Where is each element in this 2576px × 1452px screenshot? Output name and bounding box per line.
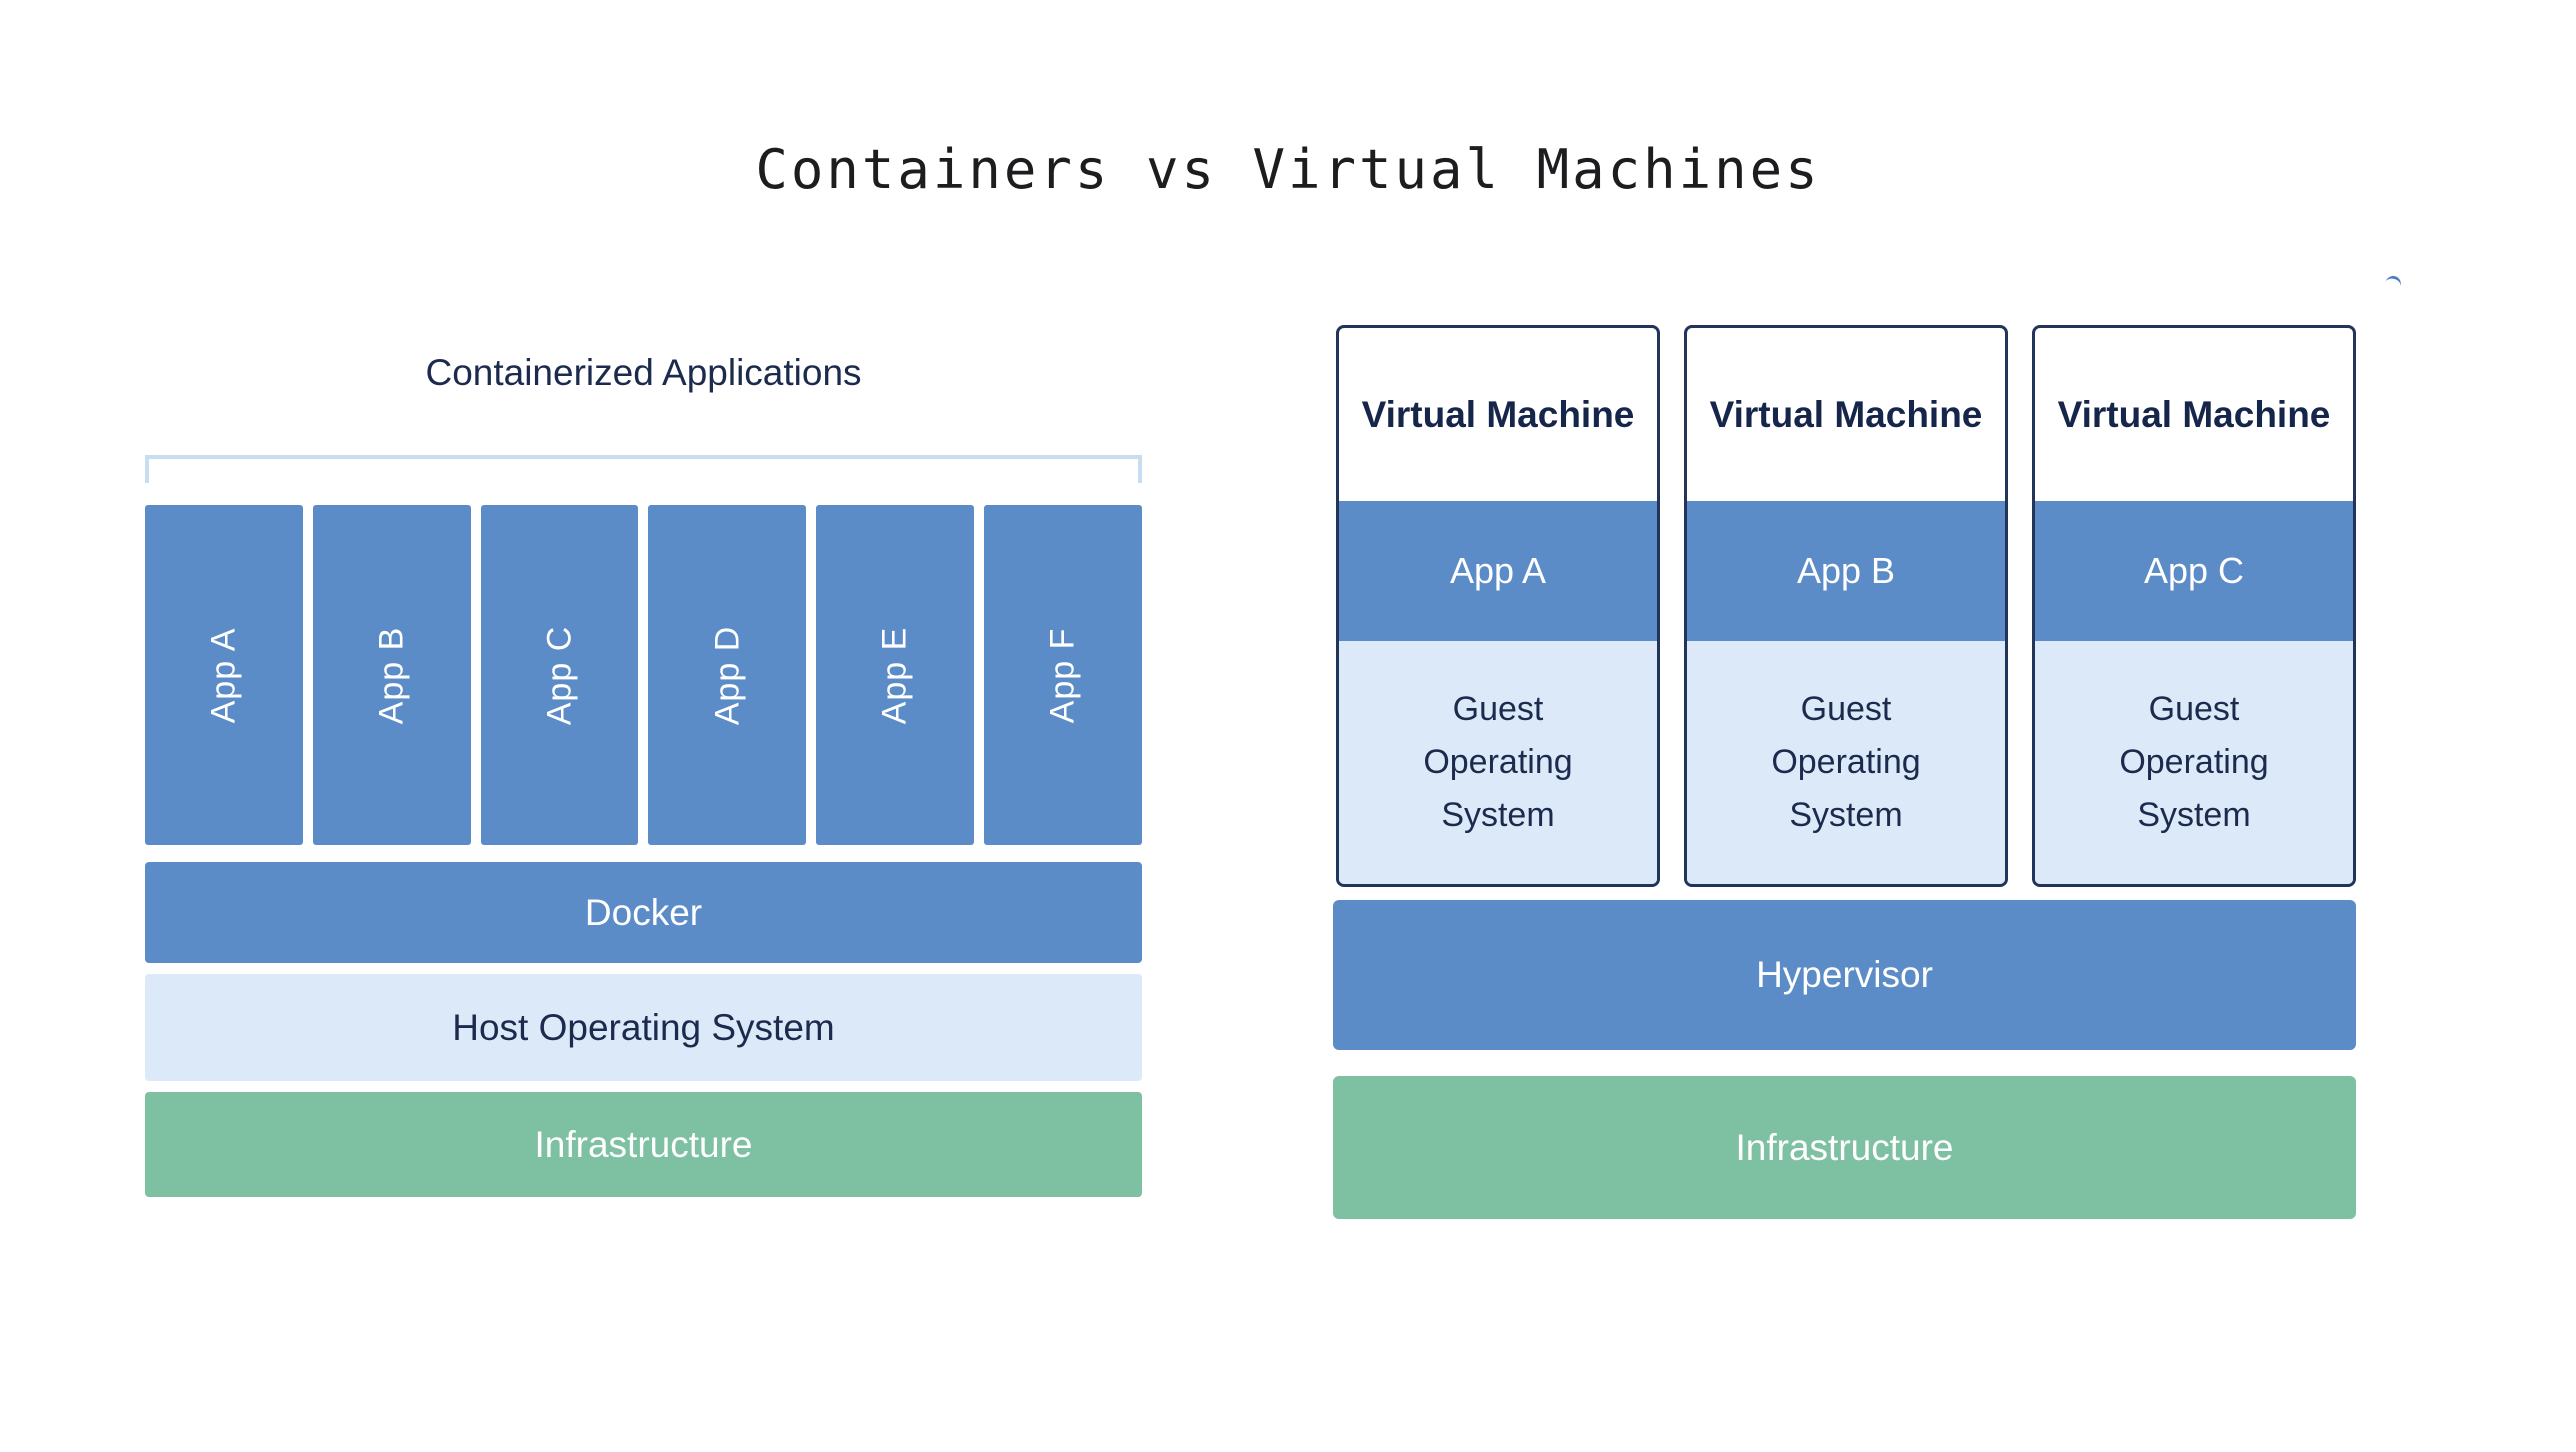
container-app-d: App D xyxy=(648,505,807,845)
vm-box-2: Virtual Machine App B Guest Operating Sy… xyxy=(1684,325,2008,887)
container-app-d-label: App D xyxy=(707,625,746,725)
infrastructure-layer-right: Infrastructure xyxy=(1333,1076,2356,1219)
container-apps-row: App A App B App C App D App E App F xyxy=(145,505,1142,845)
diagram-title: Containers vs Virtual Machines xyxy=(755,138,1821,201)
container-app-b: App B xyxy=(312,505,471,845)
container-app-c-label: App C xyxy=(540,625,579,725)
hypervisor-layer: Hypervisor xyxy=(1333,900,2356,1050)
decorative-mark xyxy=(2385,274,2403,287)
vm-2-title: Virtual Machine xyxy=(1709,393,1983,435)
vm-box-3: Virtual Machine App C Guest Operating Sy… xyxy=(2032,325,2356,887)
container-app-a: App A xyxy=(145,505,303,845)
docker-layer: Docker xyxy=(145,862,1142,963)
vm-2-app: App B xyxy=(1687,501,2005,641)
host-os-layer: Host Operating System xyxy=(145,974,1142,1081)
container-app-f-label: App F xyxy=(1043,627,1082,723)
container-app-c: App C xyxy=(480,505,639,845)
container-app-b-label: App B xyxy=(372,626,411,724)
vm-1-guest-os-label: Guest Operating System xyxy=(1423,690,1573,834)
containers-bracket xyxy=(145,455,1142,483)
container-app-f: App F xyxy=(984,505,1142,845)
vm-3-app: App C xyxy=(2035,501,2353,641)
vm-3-title: Virtual Machine xyxy=(2057,393,2331,435)
vm-2-guest-os: Guest Operating System xyxy=(1687,641,2005,884)
container-app-a-label: App A xyxy=(204,627,243,723)
containers-heading: Containerized Applications xyxy=(425,352,862,393)
infrastructure-layer-left: Infrastructure xyxy=(145,1092,1142,1197)
vm-1-title: Virtual Machine xyxy=(1361,393,1635,435)
vm-3-guest-os-label: Guest Operating System xyxy=(2119,690,2269,834)
container-app-e: App E xyxy=(816,505,975,845)
container-app-e-label: App E xyxy=(875,626,914,724)
vm-1-app: App A xyxy=(1339,501,1657,641)
vm-2-guest-os-label: Guest Operating System xyxy=(1771,690,1921,834)
vm-1-guest-os: Guest Operating System xyxy=(1339,641,1657,884)
vm-3-guest-os: Guest Operating System xyxy=(2035,641,2353,884)
vm-box-1: Virtual Machine App A Guest Operating Sy… xyxy=(1336,325,1660,887)
